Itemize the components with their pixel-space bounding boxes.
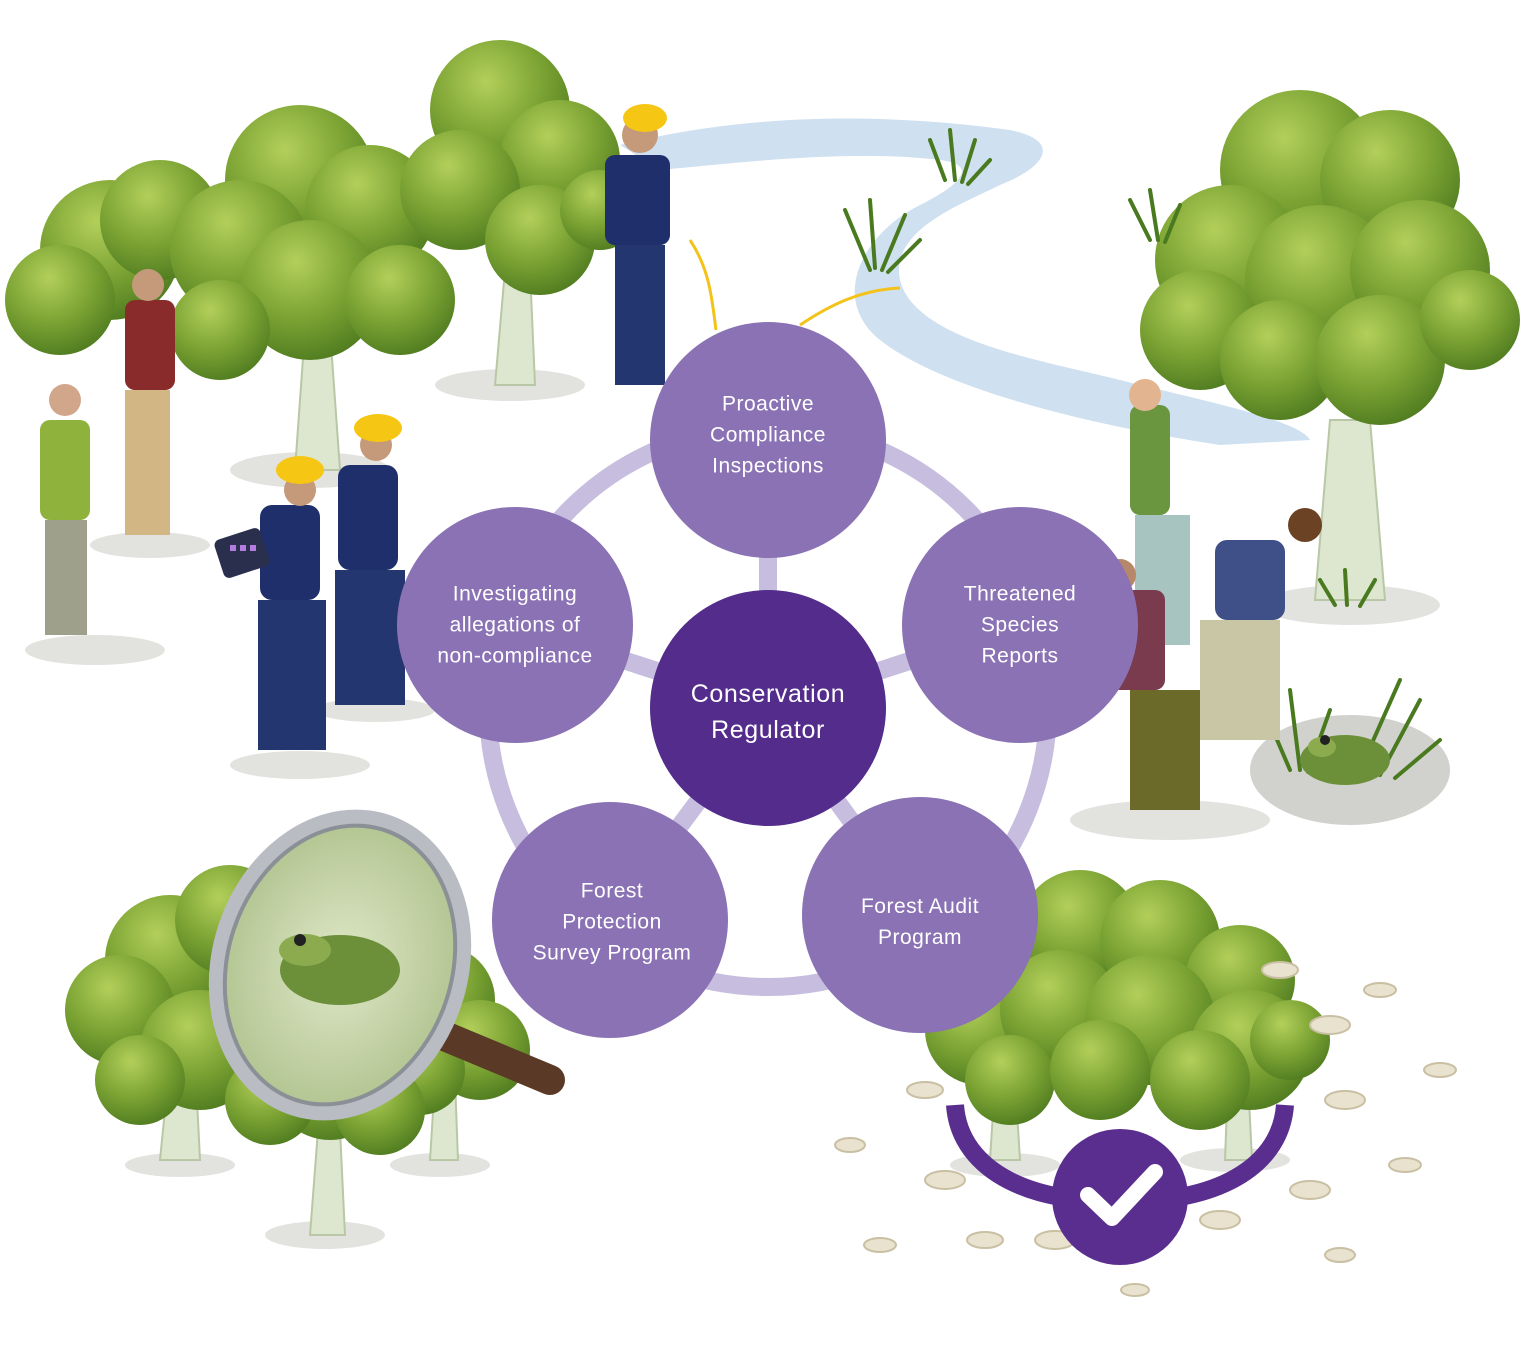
node-threatened — [902, 507, 1138, 743]
frog-icon — [1300, 735, 1390, 785]
node-audit — [802, 797, 1038, 1033]
checkmark-icon — [946, 1103, 1294, 1265]
node-investigating — [397, 507, 633, 743]
center-node — [650, 590, 886, 826]
person-icon — [40, 269, 175, 635]
measuring-tape — [688, 239, 901, 331]
person-icon — [605, 104, 670, 385]
tree-icon — [5, 40, 640, 380]
person-icon — [214, 414, 405, 750]
tree-stump-icon — [834, 961, 1457, 1297]
node-survey — [492, 802, 728, 1038]
magnifier-frog-icon — [208, 809, 565, 1121]
node-proactive — [650, 322, 886, 558]
river — [620, 118, 1310, 446]
cycle-diagram — [397, 322, 1138, 1038]
tree-icon — [1140, 90, 1520, 425]
